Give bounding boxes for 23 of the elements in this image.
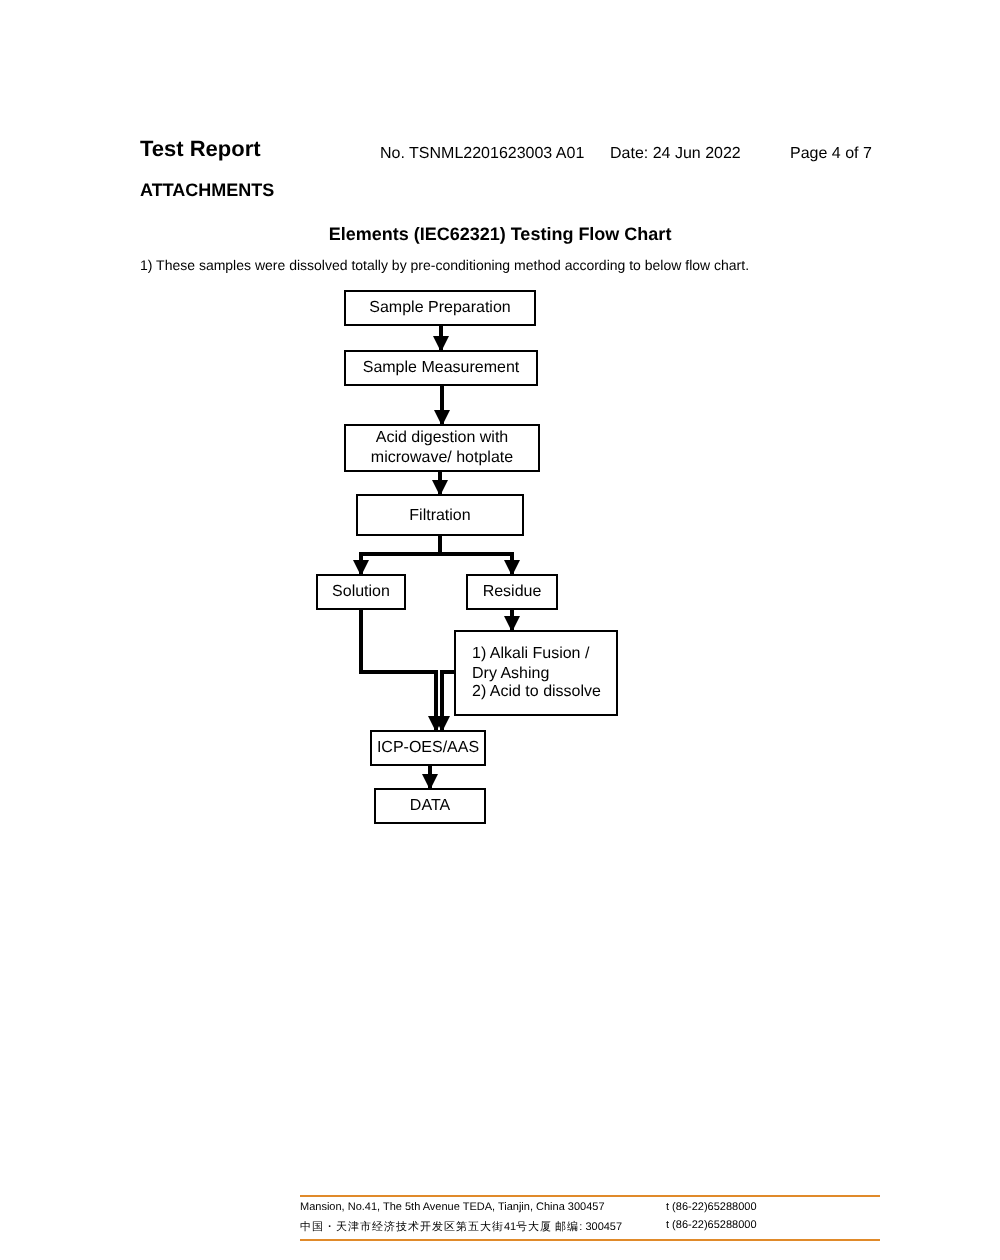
arrow xyxy=(433,326,449,352)
chart-title: Elements (IEC62321) Testing Flow Chart xyxy=(326,224,674,244)
arrow xyxy=(504,610,520,632)
process-box: Solution xyxy=(316,574,406,610)
section-heading: ATTACHMENTS xyxy=(140,180,275,200)
page-number: Page 4 of 7 xyxy=(790,144,872,162)
arrow xyxy=(434,670,454,732)
process-box: 1) Alkali Fusion / Dry Ashing 2) Acid to dissolve xyxy=(454,630,618,716)
arrow xyxy=(438,536,520,576)
arrow xyxy=(422,766,438,790)
report-number: No. TSNML2201623003 A01 xyxy=(380,144,585,162)
process-box: Sample Preparation xyxy=(344,290,536,326)
process-box: Sample Measurement xyxy=(344,350,538,386)
report-heading: Test Report xyxy=(140,138,261,162)
arrow xyxy=(434,386,450,426)
arrow xyxy=(359,610,444,732)
report-date: Date: 24 Jun 2022 xyxy=(610,144,741,162)
process-box: Filtration xyxy=(356,494,524,536)
process-box: Acid digestion with microwave/ hotplate xyxy=(344,424,540,472)
process-box: DATA xyxy=(374,788,486,824)
process-box: Residue xyxy=(466,574,558,610)
arrow xyxy=(432,472,448,496)
process-box: ICP-OES/AAS xyxy=(370,730,486,766)
